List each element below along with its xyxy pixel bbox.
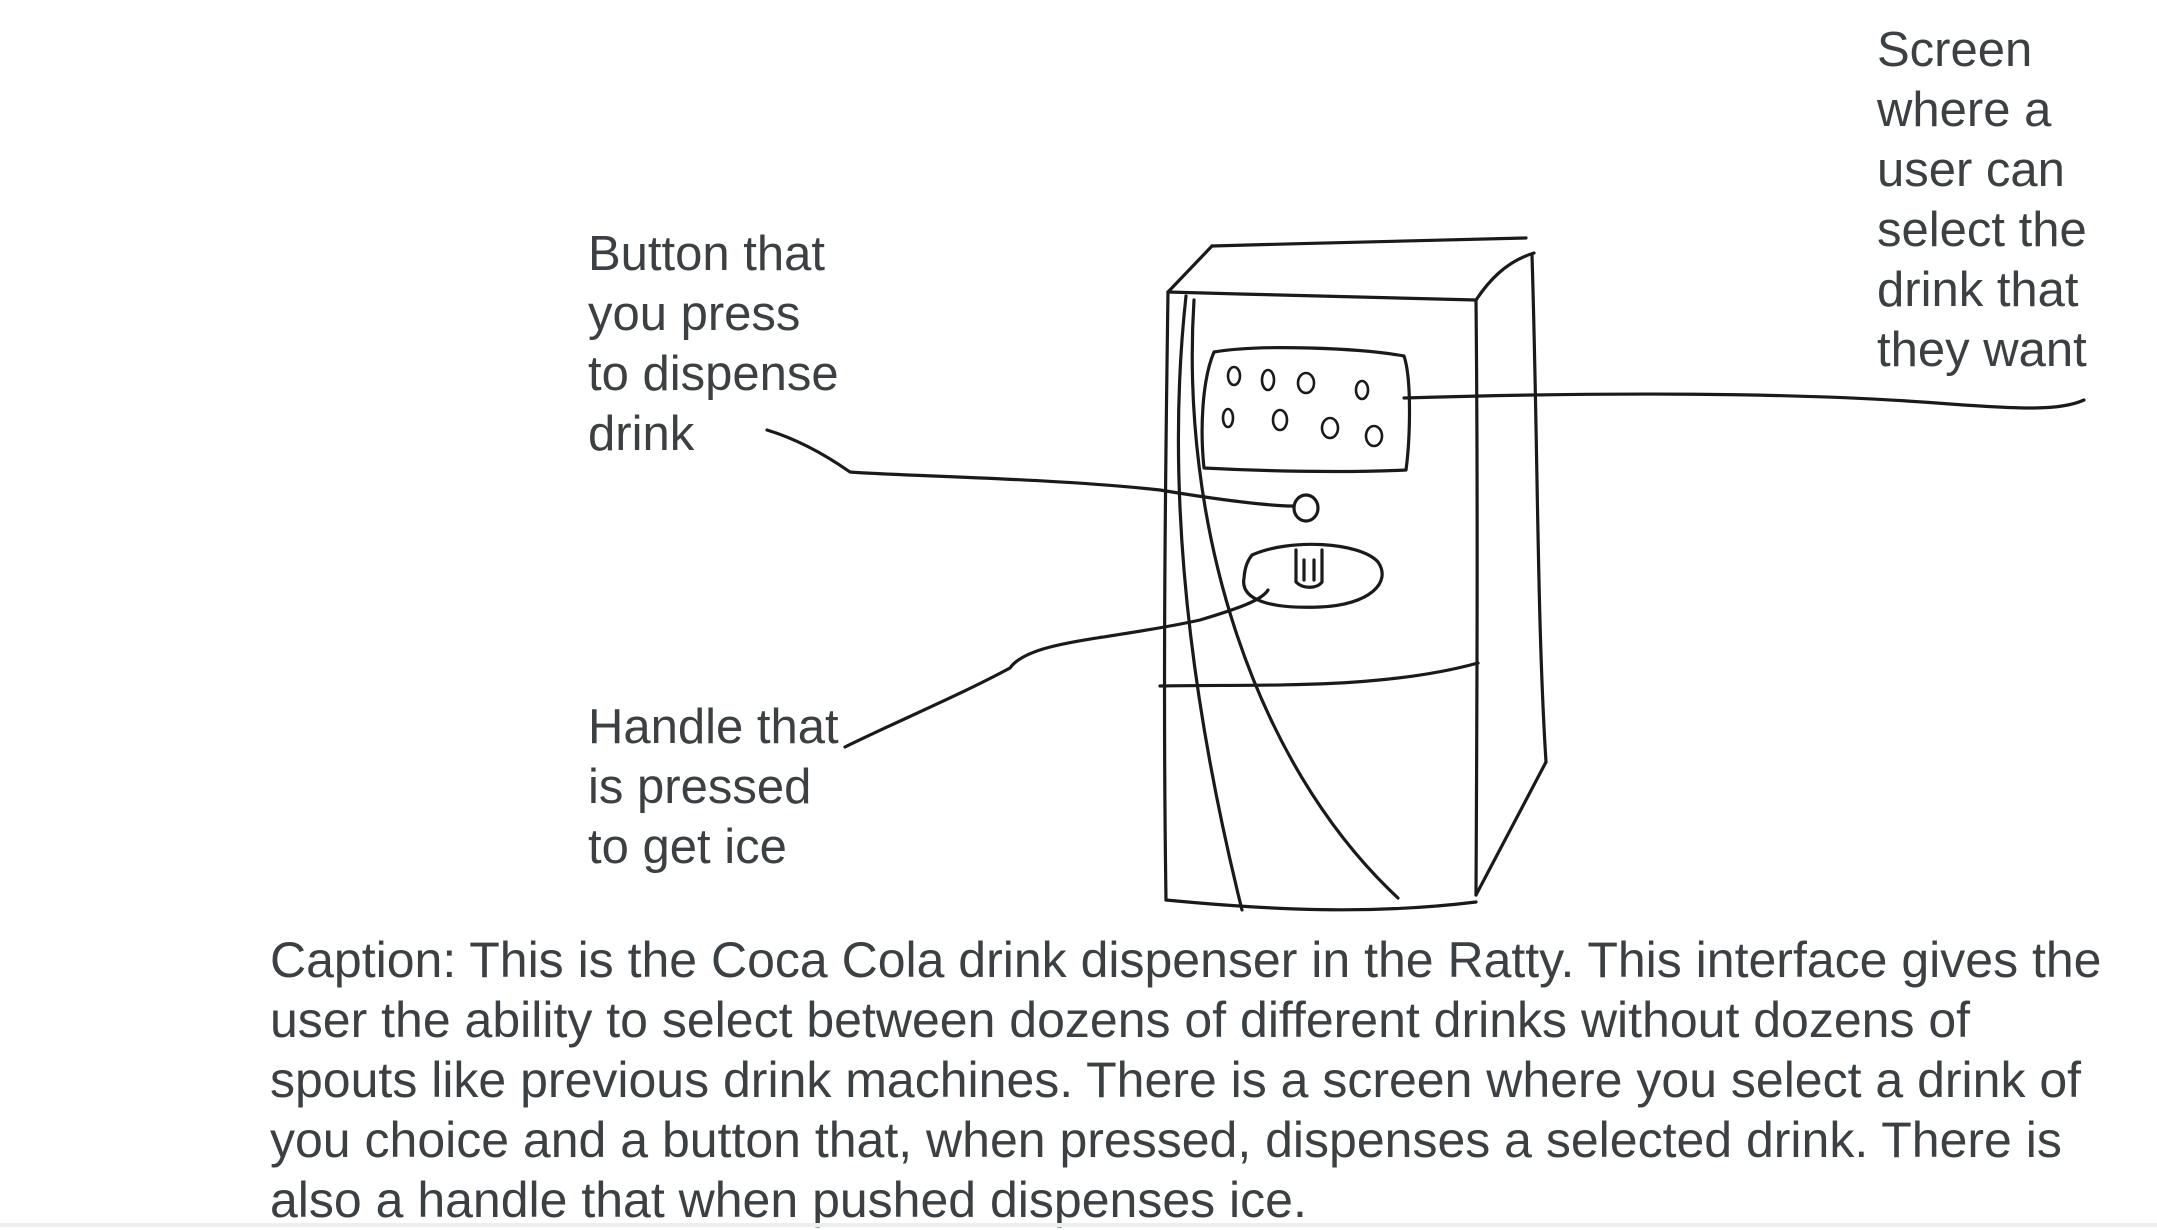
annotation-dispense-button: Button that you press to dispense drink xyxy=(588,224,839,464)
leader-line-screen xyxy=(1402,392,2086,410)
annotation-line: user can xyxy=(1877,143,2065,197)
dispenser-front-crease xyxy=(1190,298,1400,900)
dispenser-body xyxy=(1158,236,1548,912)
bottom-divider xyxy=(0,1223,2157,1227)
annotation-line: they want xyxy=(1877,323,2087,377)
dispenser-front-left-edge xyxy=(1162,290,1170,902)
annotation-line: to get ice xyxy=(588,820,787,874)
annotation-ice-handle: Handle that is pressed to get ice xyxy=(588,697,839,877)
annotation-line: you press xyxy=(588,287,801,341)
screen-drink-options xyxy=(1221,365,1384,448)
dispenser-bottom-edge xyxy=(1164,898,1478,912)
ice-handle-outline xyxy=(1242,542,1384,609)
dispenser-lower-divider xyxy=(1158,661,1480,688)
caption: Caption: This is the Coca Cola drink dis… xyxy=(270,932,2102,1228)
annotation-line: Screen xyxy=(1877,23,2033,77)
dispense-button xyxy=(1292,493,1320,523)
leader-line-handle xyxy=(843,588,1270,749)
screen-panel xyxy=(1200,346,1412,474)
annotation-line: Handle that xyxy=(588,700,839,754)
dispenser-front-curve xyxy=(1176,294,1244,912)
dispenser-front-right-edge xyxy=(1474,298,1479,897)
annotation-line: where a xyxy=(1877,83,2052,137)
ice-handle-lever xyxy=(1294,548,1324,589)
annotation-line: drink that xyxy=(1877,263,2079,317)
leader-line-button xyxy=(765,428,1295,508)
dispenser-bottom-right-edge xyxy=(1474,760,1548,897)
annotation-line: is pressed xyxy=(588,760,812,814)
dispenser-side-right-edge xyxy=(1530,253,1548,764)
annotation-screen: Screen where a user can select the drink… xyxy=(1877,20,2087,380)
annotation-line: Button that xyxy=(588,227,826,281)
annotation-line: to dispense xyxy=(588,347,839,401)
dispenser-top-left-edge xyxy=(1166,244,1214,294)
ice-handle xyxy=(1242,542,1384,609)
dispenser-front-top-edge xyxy=(1166,290,1478,302)
screen-outline xyxy=(1200,346,1412,474)
dispenser-top-right-edge xyxy=(1474,251,1536,302)
annotation-line: select the xyxy=(1877,203,2087,257)
dispenser-top-edge xyxy=(1210,236,1528,248)
annotation-line: drink xyxy=(588,407,695,461)
